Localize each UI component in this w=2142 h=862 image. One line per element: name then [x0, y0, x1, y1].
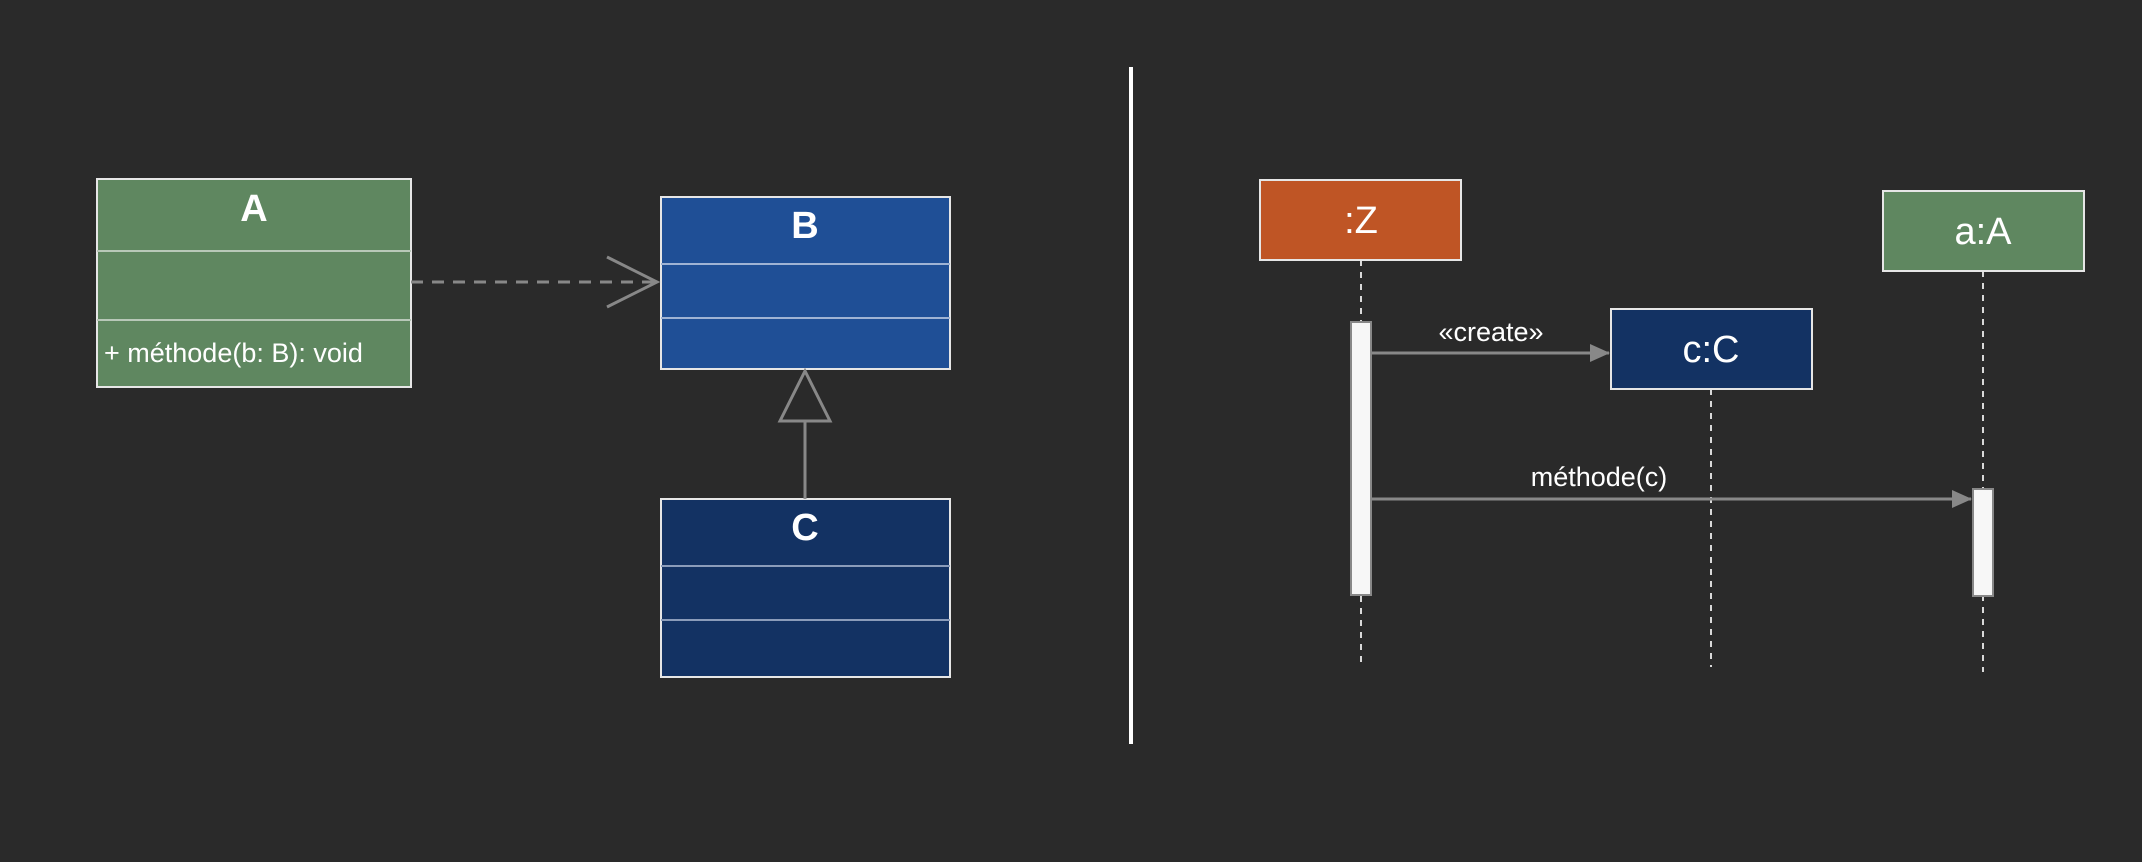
object-a-label: a:A	[1954, 211, 2012, 253]
message-methode[interactable]: méthode(c)	[1371, 462, 1972, 508]
class-a[interactable]: A + méthode(b: B): void	[96, 178, 412, 388]
lifeline-z[interactable]: :Z	[1259, 179, 1462, 665]
class-diagram: A + méthode(b: B): void B C	[96, 178, 951, 678]
message-methode-label: méthode(c)	[1531, 462, 1668, 492]
activation-bar-a	[1972, 488, 1994, 597]
generalization-arrow-c-to-b[interactable]	[777, 367, 833, 499]
lifeline-a[interactable]: a:A	[1882, 190, 2085, 672]
hollow-triangle-icon	[777, 367, 833, 423]
class-b-name: B	[791, 205, 818, 247]
object-a-box	[1882, 190, 2085, 272]
class-b[interactable]: B	[660, 196, 951, 370]
class-c-box	[660, 498, 951, 678]
dependency-arrow-a-to-b[interactable]	[411, 255, 661, 309]
object-c-box	[1610, 308, 1813, 390]
open-arrowhead-icon	[606, 255, 661, 309]
class-a-name: A	[240, 188, 267, 230]
object-z-box	[1259, 179, 1462, 261]
sequence-diagram: :Z c:C a:A «create» méthode(c)	[1259, 179, 2085, 672]
activation-bar-z	[1350, 321, 1372, 596]
object-c-label: c:C	[1683, 329, 1740, 371]
class-c-name: C	[791, 507, 818, 549]
class-a-operation: + méthode(b: B): void	[104, 338, 363, 368]
class-a-box	[96, 178, 412, 388]
message-create[interactable]: «create»	[1371, 317, 1610, 362]
object-z-label: :Z	[1344, 200, 1378, 242]
message-create-label: «create»	[1438, 317, 1543, 347]
class-c[interactable]: C	[660, 498, 951, 678]
lifeline-c[interactable]: c:C	[1610, 308, 1813, 667]
class-b-box	[660, 196, 951, 370]
